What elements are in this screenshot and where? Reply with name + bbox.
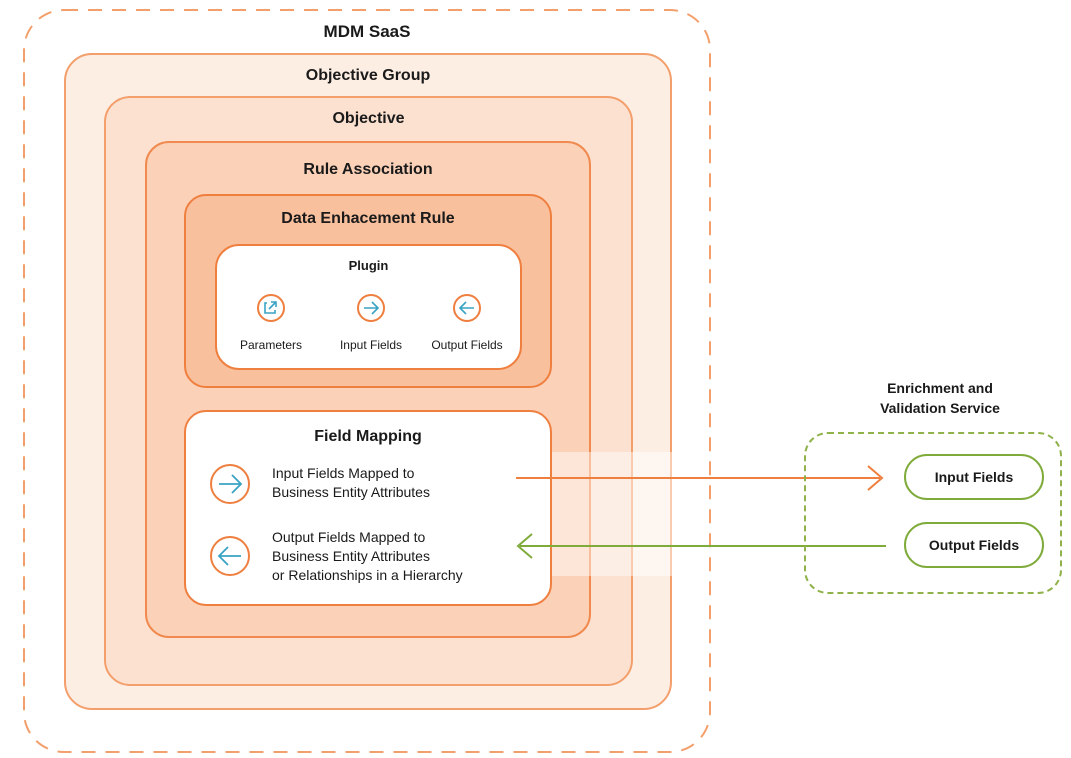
enrichment-title-line: Validation Service <box>880 400 1000 416</box>
objective-group-title: Objective Group <box>305 67 431 84</box>
input-mapping-line: Input Fields Mapped to <box>272 465 415 481</box>
output-mapping-line: Output Fields Mapped to <box>272 529 426 545</box>
arrow-left-icon <box>453 294 481 322</box>
external-link-icon <box>257 294 285 322</box>
plugin-item-label: Parameters <box>239 338 303 352</box>
field-mapping-title: Field Mapping <box>314 428 422 445</box>
plugin-title: Plugin <box>348 258 389 273</box>
arrow-right-icon <box>210 464 250 504</box>
connector-highlight <box>552 452 702 576</box>
objective-title: Objective <box>332 110 405 127</box>
field-mapping-box: Field Mapping Input Fields Mapped to Bus… <box>184 410 552 606</box>
enrichment-service-box <box>804 432 1062 594</box>
data-enhancement-rule-title: Data Enhacement Rule <box>281 210 455 227</box>
plugin-box: Plugin Parameters Input Fields Output Fi… <box>215 244 522 370</box>
arrow-right-icon <box>357 294 385 322</box>
input-arrow-head <box>867 465 884 491</box>
arrow-left-icon <box>210 536 250 576</box>
enrichment-title-line: Enrichment and <box>887 380 993 396</box>
plugin-item-label: Output Fields <box>431 338 503 352</box>
output-mapping-text: Output Fields Mapped to Business Entity … <box>272 528 463 585</box>
output-arrow-head <box>516 533 533 559</box>
rule-association-title: Rule Association <box>303 161 433 178</box>
output-mapping-line: or Relationships in a Hierarchy <box>272 567 463 583</box>
output-mapping-line: Business Entity Attributes <box>272 548 430 564</box>
plugin-item-label: Input Fields <box>339 338 403 352</box>
mdm-saas-title: MDM SaaS <box>323 22 411 41</box>
external-output-fields-pill: Output Fields <box>904 522 1044 568</box>
enrichment-service-title: Enrichment and Validation Service <box>840 378 1040 418</box>
input-mapping-text: Input Fields Mapped to Business Entity A… <box>272 464 430 502</box>
external-input-fields-pill: Input Fields <box>904 454 1044 500</box>
input-mapping-line: Business Entity Attributes <box>272 484 430 500</box>
